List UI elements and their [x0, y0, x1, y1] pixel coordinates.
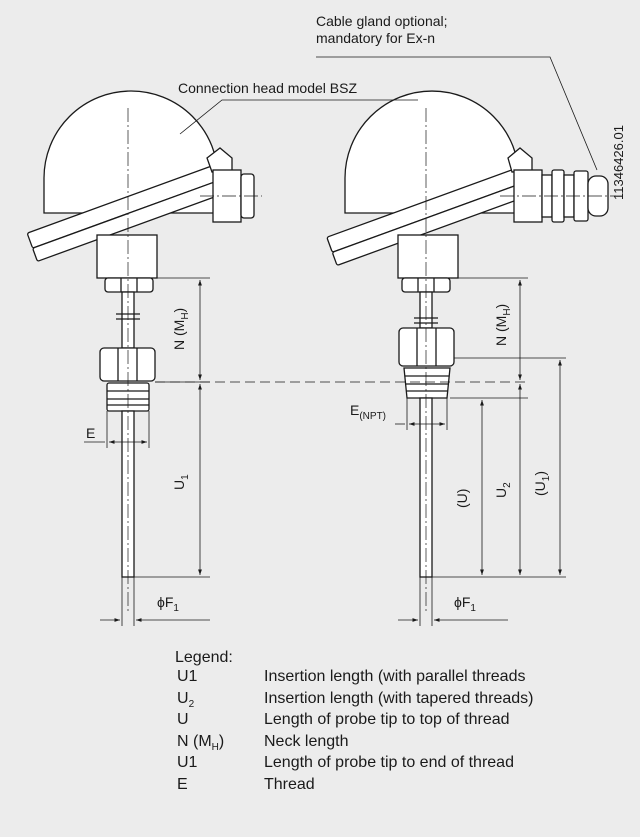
legend-symbol: U1 [177, 668, 198, 685]
cable-gland-callout-line2: mandatory for Ex-n [316, 30, 436, 46]
legend-title: Legend: [175, 649, 233, 666]
legend-row: U1 Insertion length (with parallel threa… [175, 667, 533, 689]
left-neck-block [96, 234, 158, 279]
legend-row: N (MH) Neck length [175, 732, 533, 754]
leader-lines [179, 56, 598, 171]
connection-head-callout: Connection head model BSZ [178, 80, 357, 96]
legend-description: Thread [264, 775, 315, 793]
legend-symbol: U1 [177, 754, 198, 771]
left-u1-label: U1 [171, 474, 191, 490]
legend: Legend: U1 Insertion length (with parall… [175, 648, 533, 796]
left-union-nut [104, 277, 154, 293]
legend-symbol: N (MH) [177, 732, 225, 753]
left-thread-label: E [86, 425, 96, 441]
legend-description: Length of probe tip to top of thread [264, 711, 510, 728]
legend-symbol: U2 [177, 689, 195, 710]
document-number: 11346426.01 [611, 125, 626, 200]
legend-description: Insertion length (with tapered threads) [264, 689, 534, 707]
legend-description: Length of probe tip to end of thread [264, 754, 514, 771]
right-neck-label: N (MH) [493, 303, 513, 346]
legend-description: Insertion length (with parallel threads [264, 668, 526, 685]
legend-row: U Length of probe tip to top of thread [175, 710, 533, 732]
left-hinge [206, 147, 233, 173]
right-npt-thread [403, 367, 451, 399]
right-thread-label: E(NPT) [350, 402, 387, 422]
legend-symbol: U [177, 711, 189, 728]
legend-symbol: E [177, 775, 188, 793]
legend-description: Neck length [264, 732, 349, 750]
center-lines [127, 108, 616, 612]
left-neck-label: N (MH) [171, 307, 191, 350]
right-u-label: (U) [454, 488, 470, 508]
legend-row: E Thread [175, 775, 533, 797]
connection-head-leader [179, 99, 418, 135]
legend-row: U2 Insertion length (with tapered thread… [175, 689, 533, 711]
left-diameter-label: ϕF1 [157, 594, 179, 614]
right-u1-label: (U1) [532, 470, 552, 496]
left-thermometer [27, 90, 255, 578]
left-hex-nut [99, 347, 156, 382]
right-u2-label: U2 [493, 482, 513, 498]
dimension-lines [84, 277, 566, 626]
right-neck-block [397, 234, 459, 279]
right-diameter-label: ϕF1 [454, 594, 476, 614]
cable-gland-callout-line1: Cable gland optional; [316, 13, 448, 29]
right-hex-nut [398, 327, 455, 367]
legend-row: U1 Length of probe tip to end of thread [175, 753, 533, 775]
right-hinge [507, 147, 533, 173]
cable-gland-leader [316, 56, 598, 171]
